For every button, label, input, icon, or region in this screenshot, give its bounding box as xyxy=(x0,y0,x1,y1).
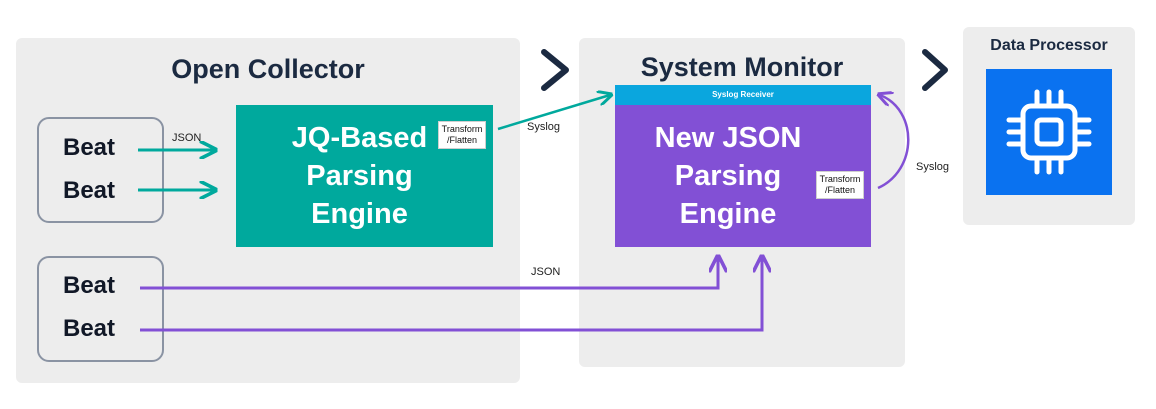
beat-label: Beat xyxy=(63,315,116,342)
beat-to-json-arrow xyxy=(140,258,718,290)
jq-to-receiver-arrow xyxy=(497,95,610,131)
chevron-right-icon xyxy=(541,49,569,91)
jq-engine-label: JQ-Based Parsing Engine xyxy=(291,122,428,230)
json-transform-flatten-box: Transform /Flatten xyxy=(816,171,864,199)
cpu-chip-icon xyxy=(1006,89,1092,175)
beat-group-bottom xyxy=(37,256,164,362)
edge-label-json-bottom: JSON xyxy=(531,266,561,278)
edge-label-json-top: JSON xyxy=(172,132,202,144)
beat-label: Beat xyxy=(63,134,116,161)
edge-label-syslog-mid: Syslog xyxy=(527,121,561,133)
beat-to-json-arrow xyxy=(140,258,762,332)
system-monitor-title: System Monitor xyxy=(640,52,844,82)
beat-label: Beat xyxy=(63,272,116,299)
open-collector-title: Open Collector xyxy=(171,54,365,84)
syslog-receiver-bar: Syslog Receiver xyxy=(615,85,871,105)
beat-label: Beat xyxy=(63,177,116,204)
json-syslog-loop-arrow xyxy=(878,95,910,190)
json-engine-label: New JSON Parsing Engine xyxy=(654,122,802,230)
beat-group-top xyxy=(37,117,164,223)
chevron-right-icon xyxy=(922,49,948,91)
data-processor-title: Data Processor xyxy=(990,37,1108,54)
jq-transform-flatten-box: Transform /Flatten xyxy=(438,121,486,149)
edge-label-syslog-right: Syslog xyxy=(916,161,950,173)
processor-tile xyxy=(986,69,1112,195)
